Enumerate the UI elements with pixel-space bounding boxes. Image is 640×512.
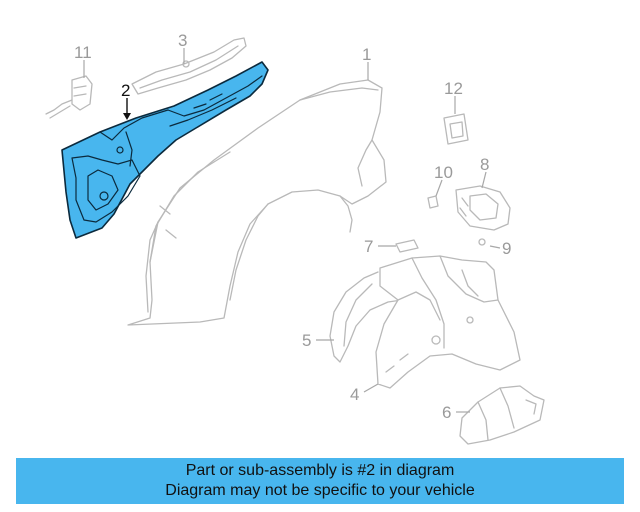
parts-diagram: 1 2 3 4 5 6 7 8 9 10 11 12 bbox=[45, 31, 545, 445]
leader-10 bbox=[435, 179, 443, 197]
part-4-inner-wheelhouse bbox=[375, 255, 521, 389]
callout-12: 12 bbox=[444, 79, 463, 98]
banner-line-1: Part or sub-assembly is #2 in diagram bbox=[185, 462, 455, 479]
callout-8: 8 bbox=[480, 155, 489, 174]
part-11-bracket bbox=[45, 75, 93, 119]
callout-4: 4 bbox=[350, 385, 359, 404]
callout-7: 7 bbox=[364, 237, 373, 256]
part-7-grommet bbox=[395, 239, 419, 253]
callout-6: 6 bbox=[442, 403, 451, 422]
part-9-screw bbox=[478, 238, 486, 246]
callout-5: 5 bbox=[302, 331, 311, 350]
callout-3: 3 bbox=[178, 31, 187, 50]
leader-2-arrow bbox=[123, 113, 131, 120]
part-10-clip bbox=[427, 195, 439, 209]
leader-4 bbox=[363, 383, 379, 393]
callout-11: 11 bbox=[74, 43, 92, 62]
callout-9: 9 bbox=[502, 239, 511, 258]
callout-1: 1 bbox=[362, 45, 371, 64]
leader-8 bbox=[481, 171, 487, 189]
info-banner: Part or sub-assembly is #2 in diagram Di… bbox=[16, 458, 624, 504]
part-6-bracket bbox=[459, 385, 545, 445]
part-8-fuel-door bbox=[455, 185, 511, 231]
part-2-inner-quarter-panel bbox=[61, 61, 269, 239]
leader-9 bbox=[489, 245, 501, 249]
callout-10: 10 bbox=[434, 163, 453, 182]
callout-2: 2 bbox=[121, 81, 130, 100]
part-12-bracket bbox=[443, 113, 469, 145]
part-5-wheelhouse-liner bbox=[329, 271, 403, 363]
part-1-quarter-panel bbox=[127, 79, 387, 326]
banner-line-2: Diagram may not be specific to your vehi… bbox=[165, 482, 475, 499]
